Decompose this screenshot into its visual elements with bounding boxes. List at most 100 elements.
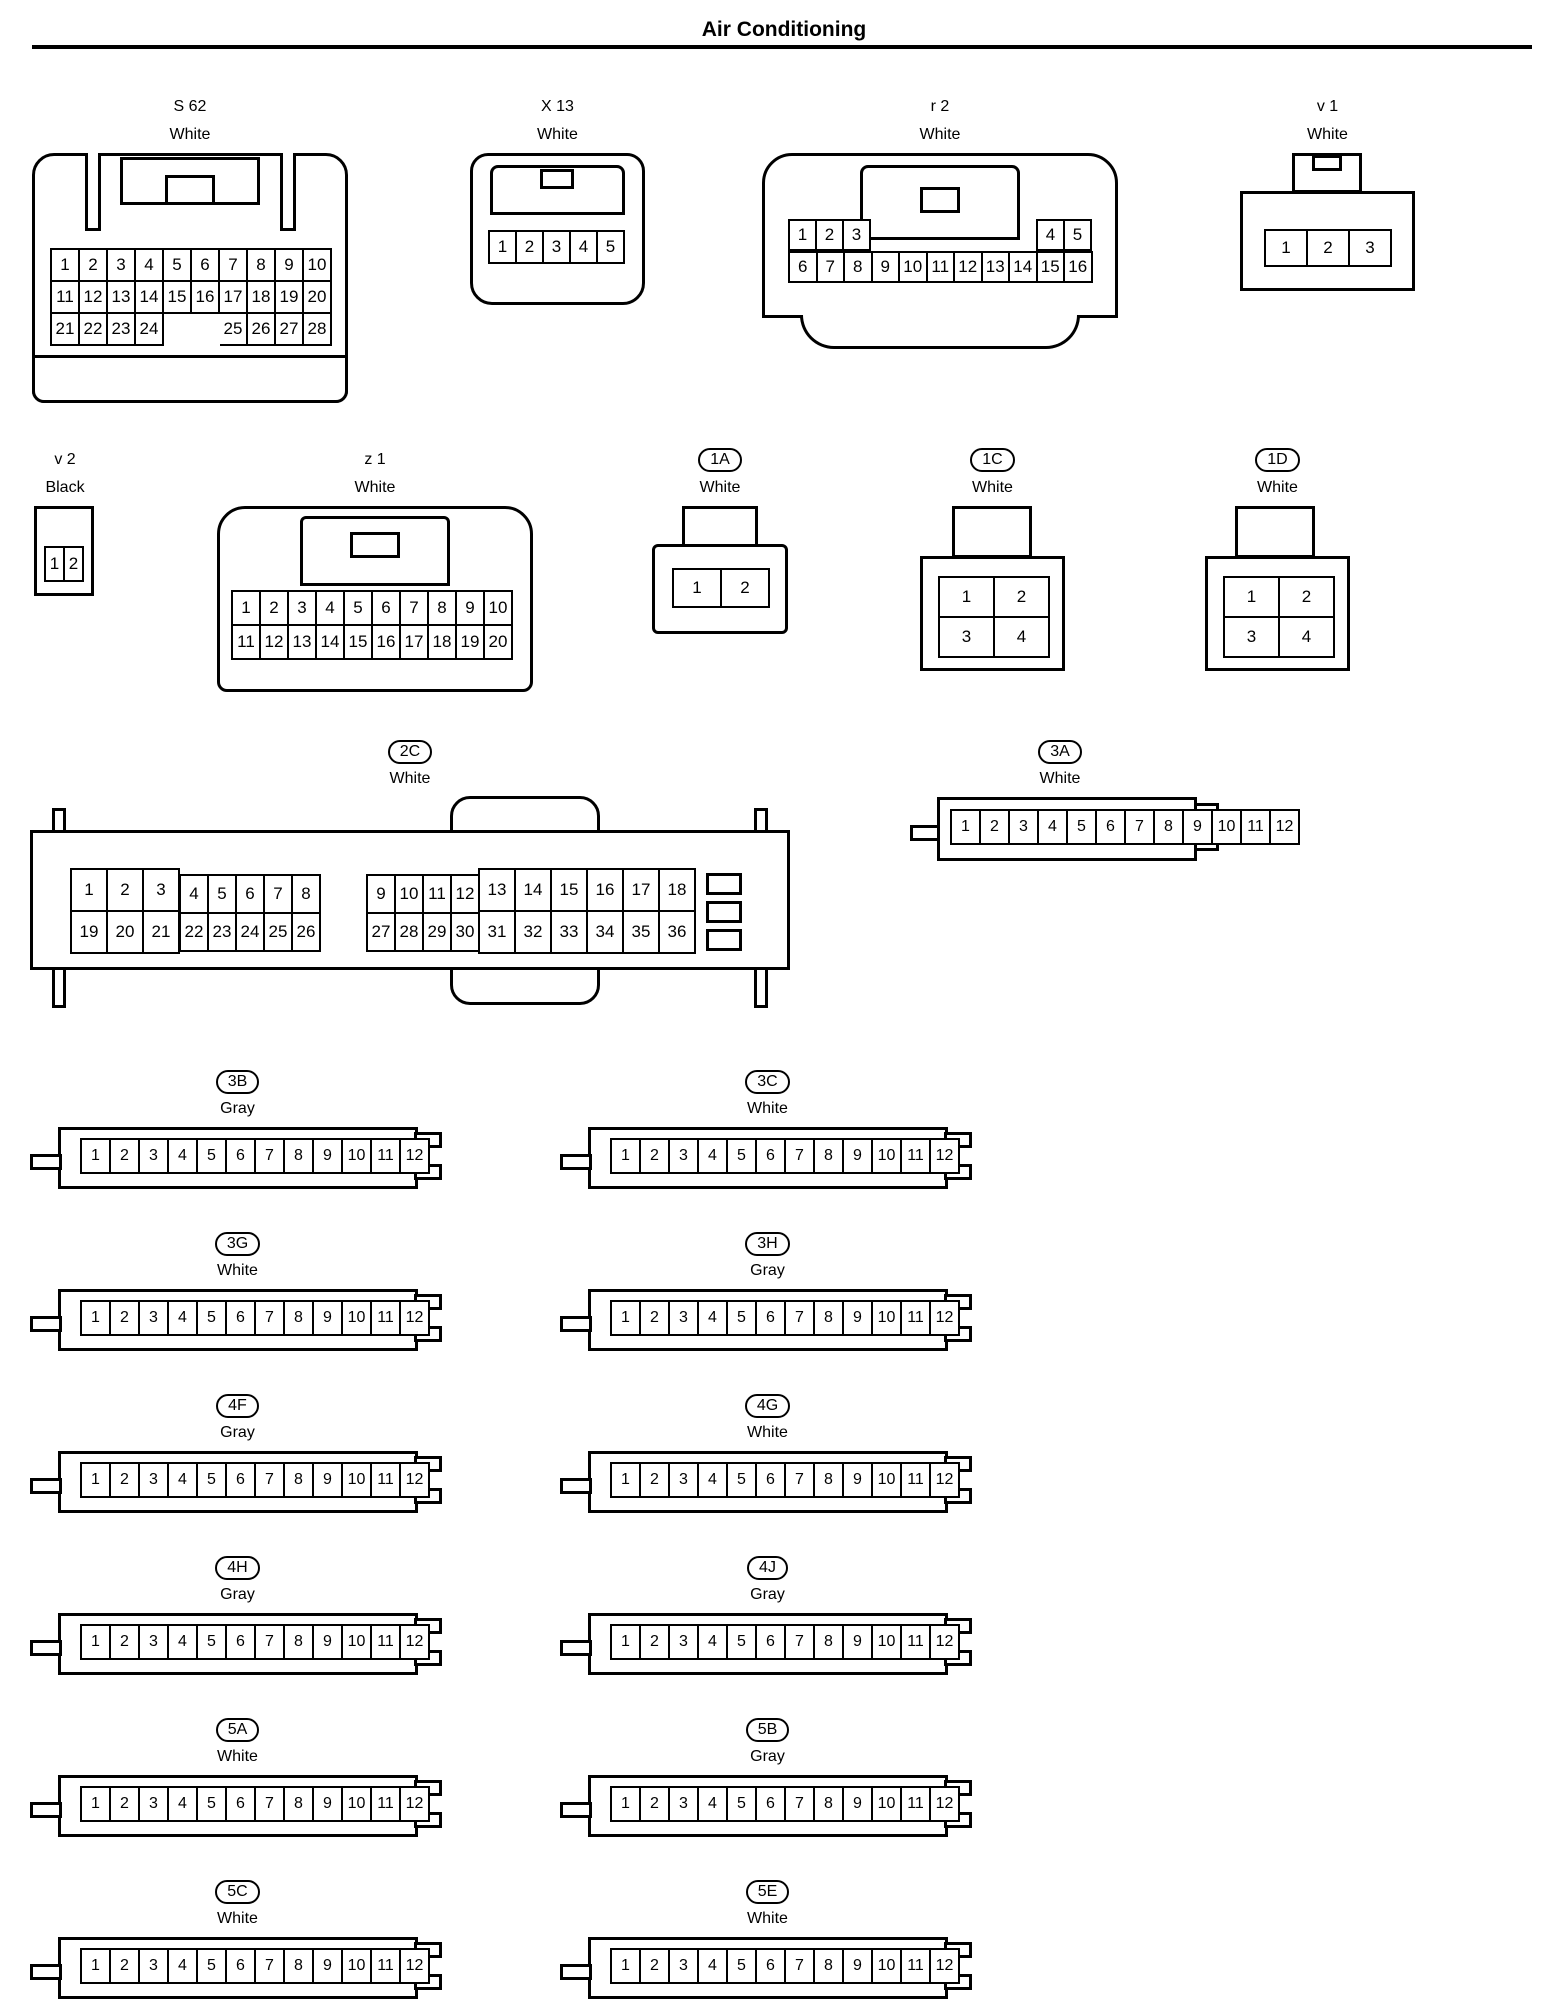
pin: 1	[233, 592, 261, 626]
pin: 7	[786, 1464, 815, 1496]
pin: 10	[873, 1464, 902, 1496]
pin: 2	[641, 1140, 670, 1172]
connector-color: Gray	[220, 1586, 255, 1603]
pin: 10	[1213, 811, 1242, 843]
pin: 6	[790, 253, 818, 283]
pin: 16	[192, 282, 220, 314]
connector-code: 4H	[30, 1556, 445, 1580]
pin: 9	[844, 1788, 873, 1820]
pin: 12	[261, 626, 289, 660]
pin: 8	[285, 1788, 314, 1820]
pin: 10	[343, 1464, 372, 1496]
connector-code: 1D	[1195, 448, 1360, 472]
connector-code: X 13	[541, 98, 574, 115]
pin: 3	[140, 1950, 169, 1982]
pin: 6	[227, 1950, 256, 1982]
pin: 3	[140, 1788, 169, 1820]
connector-color: Gray	[750, 1586, 785, 1603]
latch	[1235, 506, 1315, 558]
connector-color: White	[1307, 126, 1348, 143]
pin: 15	[1037, 253, 1065, 283]
pin: 4	[699, 1140, 728, 1172]
pin: 18	[429, 626, 457, 660]
pin: 4	[169, 1464, 198, 1496]
connector-code: 1C	[910, 448, 1075, 472]
pin: 5	[1065, 221, 1092, 251]
connector-color: Black	[45, 479, 85, 496]
pin: 13	[982, 253, 1010, 283]
pin: 2	[517, 232, 544, 264]
lock-slot-3	[706, 929, 742, 951]
pin: 18	[660, 870, 696, 912]
housing-skirt	[800, 315, 1080, 349]
pin: 8	[815, 1302, 844, 1334]
pin: 24	[136, 314, 164, 346]
pin: 19	[276, 282, 304, 314]
pin: 9	[844, 1140, 873, 1172]
pin: 5	[728, 1788, 757, 1820]
pin: 19	[72, 912, 108, 954]
pin: 12	[452, 876, 480, 914]
pin: 4	[699, 1626, 728, 1658]
bottom-cap	[450, 965, 600, 1005]
pin: 7	[256, 1950, 285, 1982]
pin: 8	[293, 876, 321, 914]
pin: 10	[873, 1788, 902, 1820]
pin: 11	[902, 1626, 931, 1658]
title-rule	[32, 45, 1532, 49]
pin: 1	[82, 1464, 111, 1496]
pin: 10	[485, 592, 513, 626]
side-rib-left	[85, 153, 101, 231]
pin: 1	[790, 221, 817, 251]
pin: 7	[265, 876, 293, 914]
page-title: Air Conditioning	[701, 18, 867, 41]
latch	[490, 165, 625, 215]
latch-tab	[1312, 155, 1342, 171]
side-tab-left	[560, 1964, 592, 1980]
pin: 10	[343, 1950, 372, 1982]
side-rib-right	[280, 153, 296, 231]
pin: 9	[368, 876, 396, 914]
pin: 3	[140, 1626, 169, 1658]
pin: 5	[598, 232, 625, 264]
pin: 11	[52, 282, 80, 314]
pin: 31	[480, 912, 516, 954]
pin: 2	[111, 1464, 140, 1496]
connector-code: 1A	[650, 448, 790, 472]
pin: 4	[169, 1626, 198, 1658]
top-cap	[450, 796, 600, 836]
pin: 1	[674, 570, 722, 608]
pin: 12	[80, 282, 108, 314]
pin: 30	[452, 914, 480, 952]
pin: 12	[401, 1626, 428, 1658]
pin: 2	[111, 1302, 140, 1334]
pin: 3	[670, 1464, 699, 1496]
pin: 26	[293, 914, 321, 952]
side-tab-left	[560, 1802, 592, 1818]
connector-color: White	[699, 479, 741, 496]
pin: 12	[955, 253, 983, 283]
pin: 14	[136, 282, 164, 314]
pin: 25	[220, 314, 248, 346]
pin: 12	[401, 1464, 428, 1496]
pin: 9	[314, 1464, 343, 1496]
connector-color: White	[972, 479, 1013, 496]
pin: 5	[728, 1464, 757, 1496]
pin: 11	[372, 1464, 401, 1496]
pin: 3	[544, 232, 571, 264]
